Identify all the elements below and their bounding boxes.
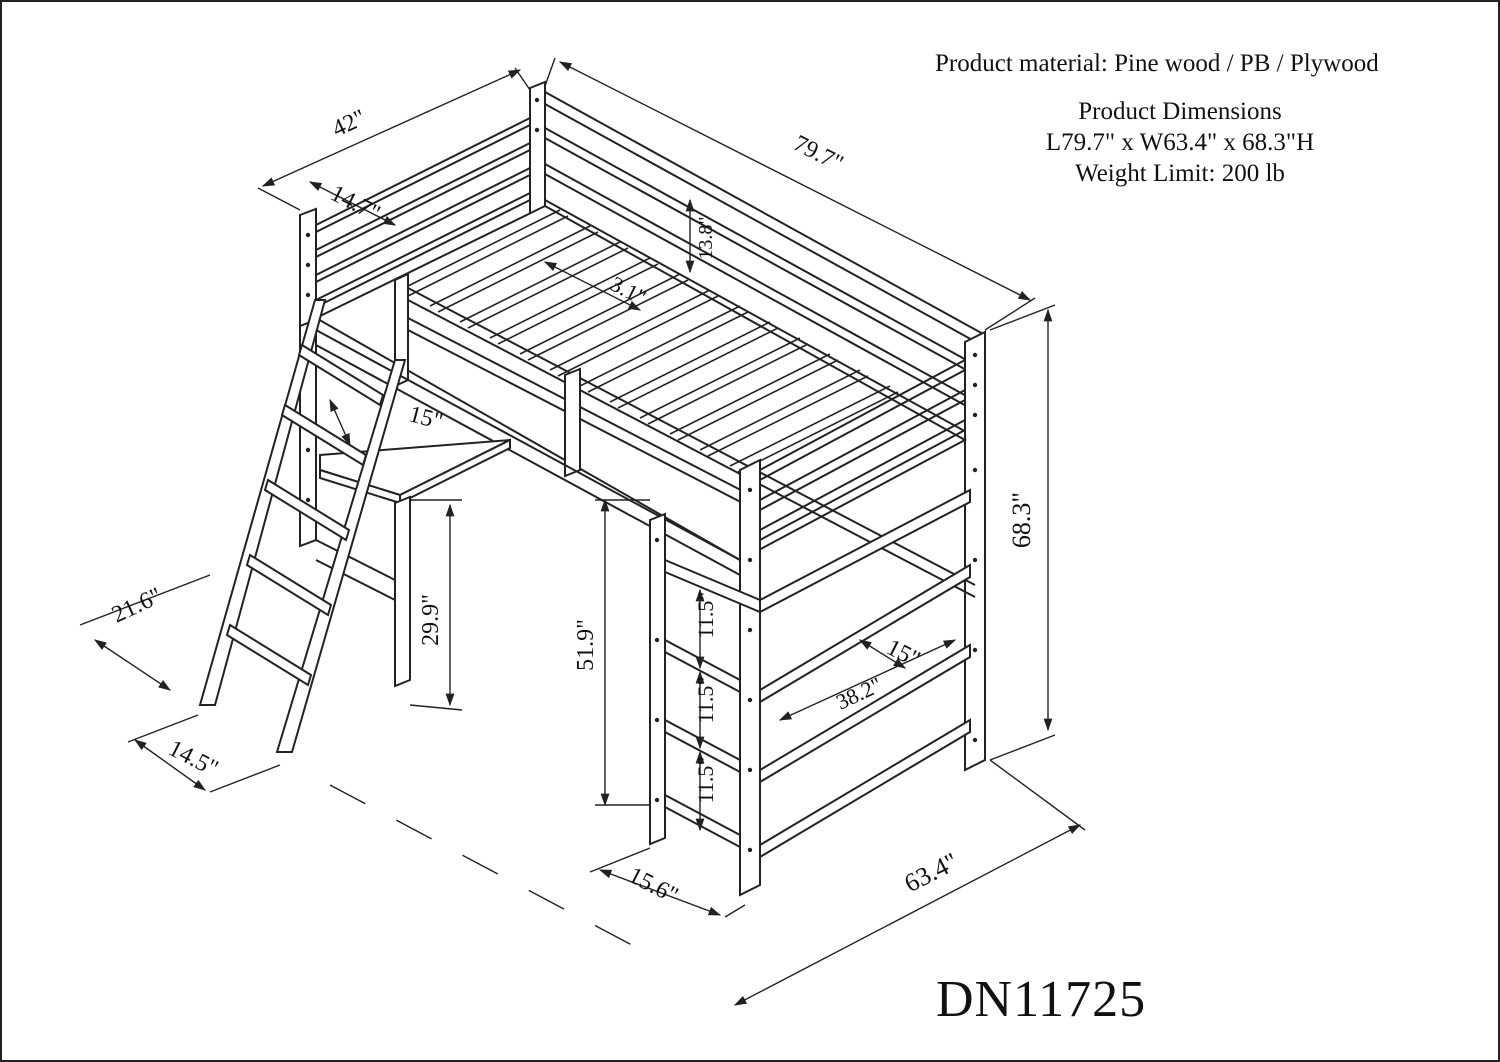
- post-bolt-holes: [305, 97, 978, 853]
- product-info-block: Product material: Pine wood / PB / Plywo…: [930, 48, 1430, 189]
- product-dimensions-heading: Product Dimensions: [1078, 98, 1282, 125]
- bed-frame: [299, 80, 986, 897]
- dim-headboard-offset: 14.7": [326, 180, 384, 227]
- weight-limit: Weight Limit: 200 lb: [1075, 160, 1285, 187]
- dim-shelf-gap-2: 11.5": [693, 677, 718, 724]
- dim-shelf-gap-1: 11.5": [693, 592, 718, 639]
- dim-shelf-gap-3: 11.5": [693, 757, 718, 804]
- dim-guard-rail-height: 13.8": [695, 216, 717, 259]
- dim-shelf-depth: 15": [882, 635, 924, 674]
- ladder: [198, 299, 407, 753]
- product-dimensions-value: L79.7" x W63.4" x 68.3"H: [1045, 129, 1315, 156]
- dim-bed-length: 79.7": [789, 130, 847, 177]
- dim-ladder-width: 14.5": [164, 735, 222, 782]
- dimension-lines: [79, 57, 1086, 1006]
- dim-desk-depth: 15": [406, 401, 445, 435]
- storage-shelves: [664, 488, 971, 859]
- dim-bed-width: 42": [328, 105, 370, 143]
- dim-desk-height: 29.9": [418, 594, 444, 646]
- product-material: Product material: Pine wood / PB / Plywo…: [935, 50, 1379, 77]
- dim-bed-underside-height: 51.9": [573, 619, 599, 671]
- model-code: DN11725: [936, 971, 1147, 1028]
- dim-ladder-spacing: 21.6": [108, 583, 166, 628]
- dim-shelf-unit-depth: 15.6": [624, 862, 682, 909]
- dim-overall-height: 68.3": [1007, 492, 1036, 548]
